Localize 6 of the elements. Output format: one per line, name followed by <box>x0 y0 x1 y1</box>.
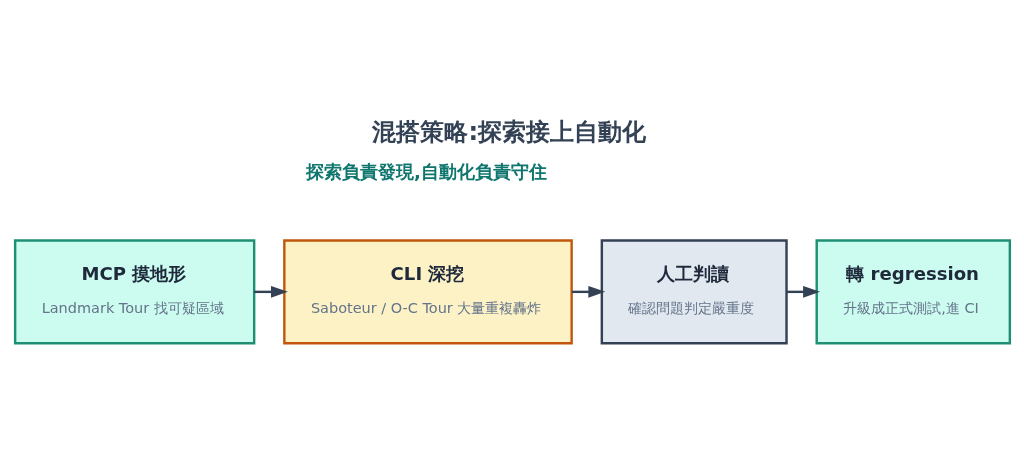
node-box: CLI 深挖 Saboteur / O-C Tour 大量重複轟炸 <box>282 238 573 344</box>
node-box: 轉 regression 升級成正式測試,進 CI <box>815 238 1011 344</box>
node-box: MCP 摸地形 Landmark Tour 找可疑區域 <box>13 238 255 344</box>
node-box: 人工判讀 確認問題判定嚴重度 <box>600 238 788 344</box>
label: 探索負責發現,自動化負責守住 <box>305 160 547 182</box>
diagram-title: 混搭策略:探索接上自動化 <box>371 117 646 146</box>
